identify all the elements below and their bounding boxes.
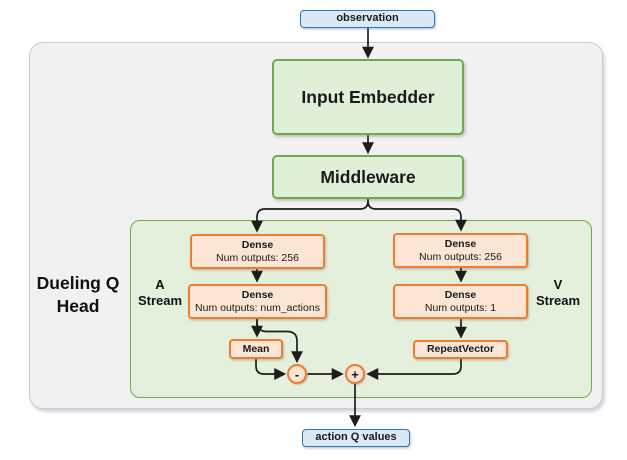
dense-a2-subtitle: Num outputs: num_actions [195, 301, 320, 314]
v-stream-label: V Stream [530, 277, 586, 309]
dense-v2-subtitle: Num outputs: 1 [424, 301, 497, 314]
a-stream-label-line1: A [155, 277, 165, 292]
arrow-mean-to-minus [255, 359, 287, 380]
dense-a2-node: Dense Num outputs: num_actions [188, 284, 327, 319]
mean-label: Mean [242, 342, 270, 355]
dense-v1-title: Dense [444, 237, 477, 250]
dense-a1-node: Dense Num outputs: 256 [190, 234, 325, 269]
arrow-middleware-to-v-stream [367, 199, 467, 232]
dueling-q-head-label-line1: Dueling Q [36, 273, 120, 293]
arrow-dense-a2-to-minus [256, 319, 303, 364]
minus-operator-label: - [294, 366, 300, 382]
v-stream-label-line1: V [553, 277, 563, 292]
input-embedder-node: Input Embedder [272, 59, 464, 135]
plus-operator-label: + [351, 366, 359, 382]
dense-v1-subtitle: Num outputs: 256 [419, 250, 502, 263]
input-embedder-label: Input Embedder [301, 86, 435, 107]
a-stream-label-line2: Stream [137, 293, 183, 308]
middleware-node: Middleware [272, 155, 464, 199]
observation-label: observation [336, 12, 399, 25]
repeatvector-label: RepeatVector [426, 343, 495, 356]
action-q-values-label: action Q values [315, 431, 397, 444]
dense-a1-title: Dense [241, 238, 274, 251]
middleware-label: Middleware [320, 166, 416, 187]
arrow-repeatvector-to-plus [366, 359, 462, 380]
v-stream-label-line2: Stream [535, 293, 581, 308]
dense-a1-subtitle: Num outputs: 256 [216, 251, 299, 264]
action-q-values-node: action Q values [302, 429, 410, 447]
plus-operator-node: + [345, 364, 365, 384]
dense-v2-node: Dense Num outputs: 1 [393, 284, 528, 319]
dense-a2-title: Dense [241, 288, 274, 301]
minus-operator-node: - [287, 364, 307, 384]
arrow-middleware-to-a-stream [251, 199, 369, 233]
dense-v1-node: Dense Num outputs: 256 [393, 233, 528, 268]
mean-node: Mean [229, 339, 283, 359]
dense-v2-title: Dense [444, 288, 477, 301]
a-stream-label: A Stream [132, 277, 188, 309]
dueling-q-head-label: Dueling Q Head [22, 272, 134, 318]
dueling-q-head-label-line2: Head [56, 296, 100, 316]
observation-node: observation [300, 10, 435, 28]
repeatvector-node: RepeatVector [413, 340, 508, 359]
